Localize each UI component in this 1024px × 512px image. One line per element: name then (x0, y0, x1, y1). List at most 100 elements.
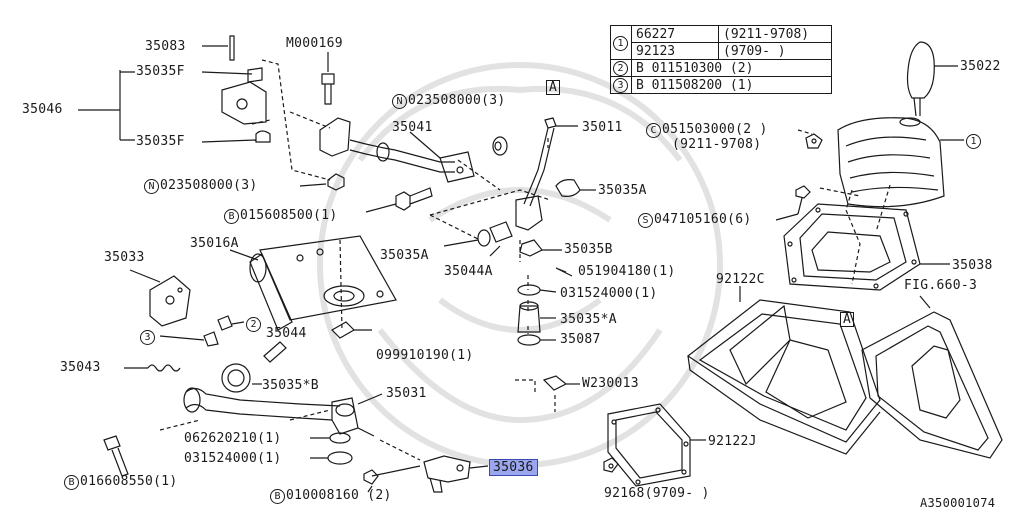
document-id: A350001074 (920, 496, 996, 510)
callout-2-left[interactable]: 2 (246, 316, 262, 332)
bushing-35035a-right (555, 179, 596, 197)
callout-b-text: 016608550(1) (80, 474, 178, 489)
callout-35044[interactable]: 35044 (266, 326, 307, 341)
spring-35043 (147, 364, 181, 372)
callout-92122c[interactable]: 92122C (716, 272, 765, 287)
legend-index-3: 3 (613, 78, 628, 93)
screw-047105160 (775, 185, 811, 221)
callout-c-prefix: C (646, 123, 661, 138)
callout-35083[interactable]: 35083 (145, 39, 186, 54)
callout-35035starb[interactable]: 35035*B (262, 378, 319, 393)
callout-n-text: 023508000(3) (160, 178, 258, 193)
callout-c-range: (9211-9708) (672, 137, 762, 152)
legend-range: (9211-9708) (718, 25, 832, 43)
callout-a-box: A (840, 312, 855, 327)
bushing-top (492, 136, 508, 156)
callout-35036-highlighted[interactable]: 35036 (489, 459, 538, 476)
shift-knob-35022 (906, 41, 958, 117)
callout-92168[interactable]: 92168(9709- ) (604, 486, 710, 501)
legend-row: 1 66227 (9211-9708) (610, 25, 832, 60)
callout-fig-660-3[interactable]: FIG.660-3 (904, 278, 978, 293)
callout-1-icon: 1 (966, 134, 981, 149)
boot-frame-35038 (783, 203, 950, 291)
callout-n-text: 023508000(3) (408, 93, 506, 108)
washer-w230013 (542, 375, 580, 391)
callout-35044a[interactable]: 35044A (444, 264, 493, 279)
callout-35035f-top[interactable]: 35035F (136, 64, 185, 79)
callout-35035b[interactable]: 35035B (564, 242, 613, 257)
panel-92122j (607, 403, 706, 487)
legend-row: 3 B 011508200 (1) (610, 76, 832, 94)
callout-031524000-mid[interactable]: 031524000(1) (560, 286, 658, 301)
callout-m000169[interactable]: M000169 (286, 36, 343, 51)
callout-35016a[interactable]: 35016A (190, 236, 239, 251)
pin-051904180 (555, 267, 573, 277)
part-35036 (423, 455, 489, 493)
callout-35033[interactable]: 35033 (104, 250, 145, 265)
legend-code: B 011510300 (2) (631, 59, 832, 77)
callout-35038[interactable]: 35038 (952, 258, 993, 273)
callout-1-right[interactable]: 1 (966, 133, 982, 149)
callout-b-prefix: B (64, 475, 79, 490)
legend-range: (9709- ) (718, 42, 832, 60)
bolt-010008160 (363, 465, 421, 493)
callout-2-icon: 2 (246, 317, 261, 332)
callout-35022[interactable]: 35022 (960, 59, 1001, 74)
callout-b-prefix: B (224, 209, 239, 224)
seal-099910190 (331, 321, 372, 339)
callout-a-box: A (546, 80, 561, 95)
callout-a-top[interactable]: A (546, 80, 561, 95)
legend-code: 66227 (631, 25, 719, 43)
legend-index-1: 1 (613, 35, 628, 51)
callout-35041[interactable]: 35041 (392, 120, 433, 135)
callout-b-text: 015608500(1) (240, 208, 338, 223)
bolt-m000169 (321, 52, 335, 105)
callout-w230013[interactable]: W230013 (582, 376, 639, 391)
frame-fig660 (861, 295, 1003, 459)
callout-3-icon: 3 (140, 330, 155, 345)
callout-062620210[interactable]: 062620210(1) (184, 431, 282, 446)
callout-3-left[interactable]: 3 (140, 329, 156, 345)
callout-c-text: 051503000(2 ) (662, 122, 768, 137)
callout-n-prefix: N (392, 94, 407, 109)
clip-92168 (603, 457, 619, 473)
callout-35046[interactable]: 35046 (22, 102, 63, 117)
callout-099910190[interactable]: 099910190(1) (376, 348, 474, 363)
callout-35035stara[interactable]: 35035*A (560, 312, 617, 327)
shift-boot-1 (837, 117, 964, 208)
housing-35016a (229, 235, 397, 331)
callout-35031[interactable]: 35031 (386, 386, 427, 401)
bolt-016608550 (103, 435, 129, 477)
callout-35035a-right[interactable]: 35035A (598, 183, 647, 198)
lever-35031 (183, 363, 383, 437)
legend-code: 92123 (631, 42, 719, 60)
callout-35035a-left[interactable]: 35035A (380, 248, 429, 263)
callout-051904180[interactable]: 051904180(1) (578, 264, 676, 279)
lever-35011 (515, 117, 578, 231)
callout-92122j[interactable]: 92122J (708, 434, 757, 449)
legend-index: 3 (610, 76, 632, 94)
callout-35011[interactable]: 35011 (582, 120, 623, 135)
guide-lines (159, 59, 891, 461)
callout-n-prefix: N (144, 179, 159, 194)
legend-index: 2 (610, 59, 632, 77)
bushing-35035a-left (443, 221, 513, 257)
callout-s-text: 047105160(6) (654, 212, 752, 227)
callout-35087[interactable]: 35087 (560, 332, 601, 347)
bushing-35035stara (517, 301, 556, 333)
callout-35043[interactable]: 35043 (60, 360, 101, 375)
legend-index-2: 2 (613, 61, 628, 76)
callout-a-bottom[interactable]: A (840, 312, 855, 327)
bushing-35035b (519, 239, 562, 257)
callout-35035f-bottom[interactable]: 35035F (136, 134, 185, 149)
callout-031524000-low[interactable]: 031524000(1) (184, 451, 282, 466)
ring-031524000-mid (517, 284, 541, 296)
